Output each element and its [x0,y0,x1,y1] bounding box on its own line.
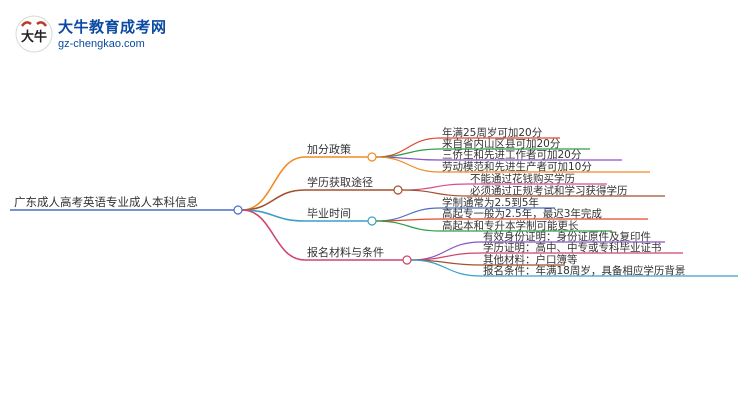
leaf-node: 劳动模范和先进生产者可加10分 [442,160,592,173]
branch-node-handle[interactable] [402,255,412,265]
leaf-node: 报名条件：年满18周岁，具备相应学历背景 [483,264,685,277]
logo-title: 大牛教育成考网 [58,18,167,36]
branch-node: 报名材料与条件 [307,245,384,259]
branch-link [241,209,306,222]
leaf-node: 高起本和专升本学制可能更长 [442,219,579,232]
leaf-node: 其他材料：户口簿等 [483,253,578,266]
root-node: 广东成人高考英语专业成人本科信息 [14,195,198,209]
leaf-node: 必须通过正规考试和学习获得学历 [470,184,628,197]
branch-node: 加分政策 [307,142,351,156]
leaf-node: 学制通常为2.5到5年 [442,196,539,209]
leaf-link [401,189,469,197]
leaf-node: 不能通过花钱购买学历 [470,172,575,185]
leaf-node: 学历证明：高中、中专或专科毕业证书 [483,241,662,254]
branch-node-handle[interactable] [367,216,377,226]
branch-link [241,156,306,211]
leaf-node: 三侨生和先进工作者可加20分 [442,148,582,161]
branch-node-handle[interactable] [367,152,377,162]
leaf-link [375,220,441,232]
branch-node: 毕业时间 [307,207,351,220]
branch-link [241,189,306,211]
site-logo[interactable]: 大牛 大牛教育成考网 gz-chengkao.com [14,14,174,58]
leaf-node: 有效身份证明：身份证原件及复印件 [483,230,651,243]
leaf-node: 高起专一般为2.5年，最迟3年完成 [442,207,602,220]
branch-node: 学历获取途径 [307,175,373,189]
leaf-node: 年满25周岁可加20分 [442,126,543,139]
leaf-node: 来自省内山区县可加20分 [442,137,561,150]
logo-mark-text: 大牛 [21,29,47,45]
branch-node-handle[interactable] [393,185,403,195]
leaf-link [401,183,469,191]
bull-logo-icon: 大牛 [15,15,53,53]
leaf-link [375,156,441,173]
leaf-link [410,259,482,277]
branch-link [241,209,306,261]
root-node-handle[interactable] [233,205,243,215]
leaf-link [375,137,441,158]
leaf-link [410,241,482,261]
logo-url: gz-chengkao.com [58,38,145,50]
